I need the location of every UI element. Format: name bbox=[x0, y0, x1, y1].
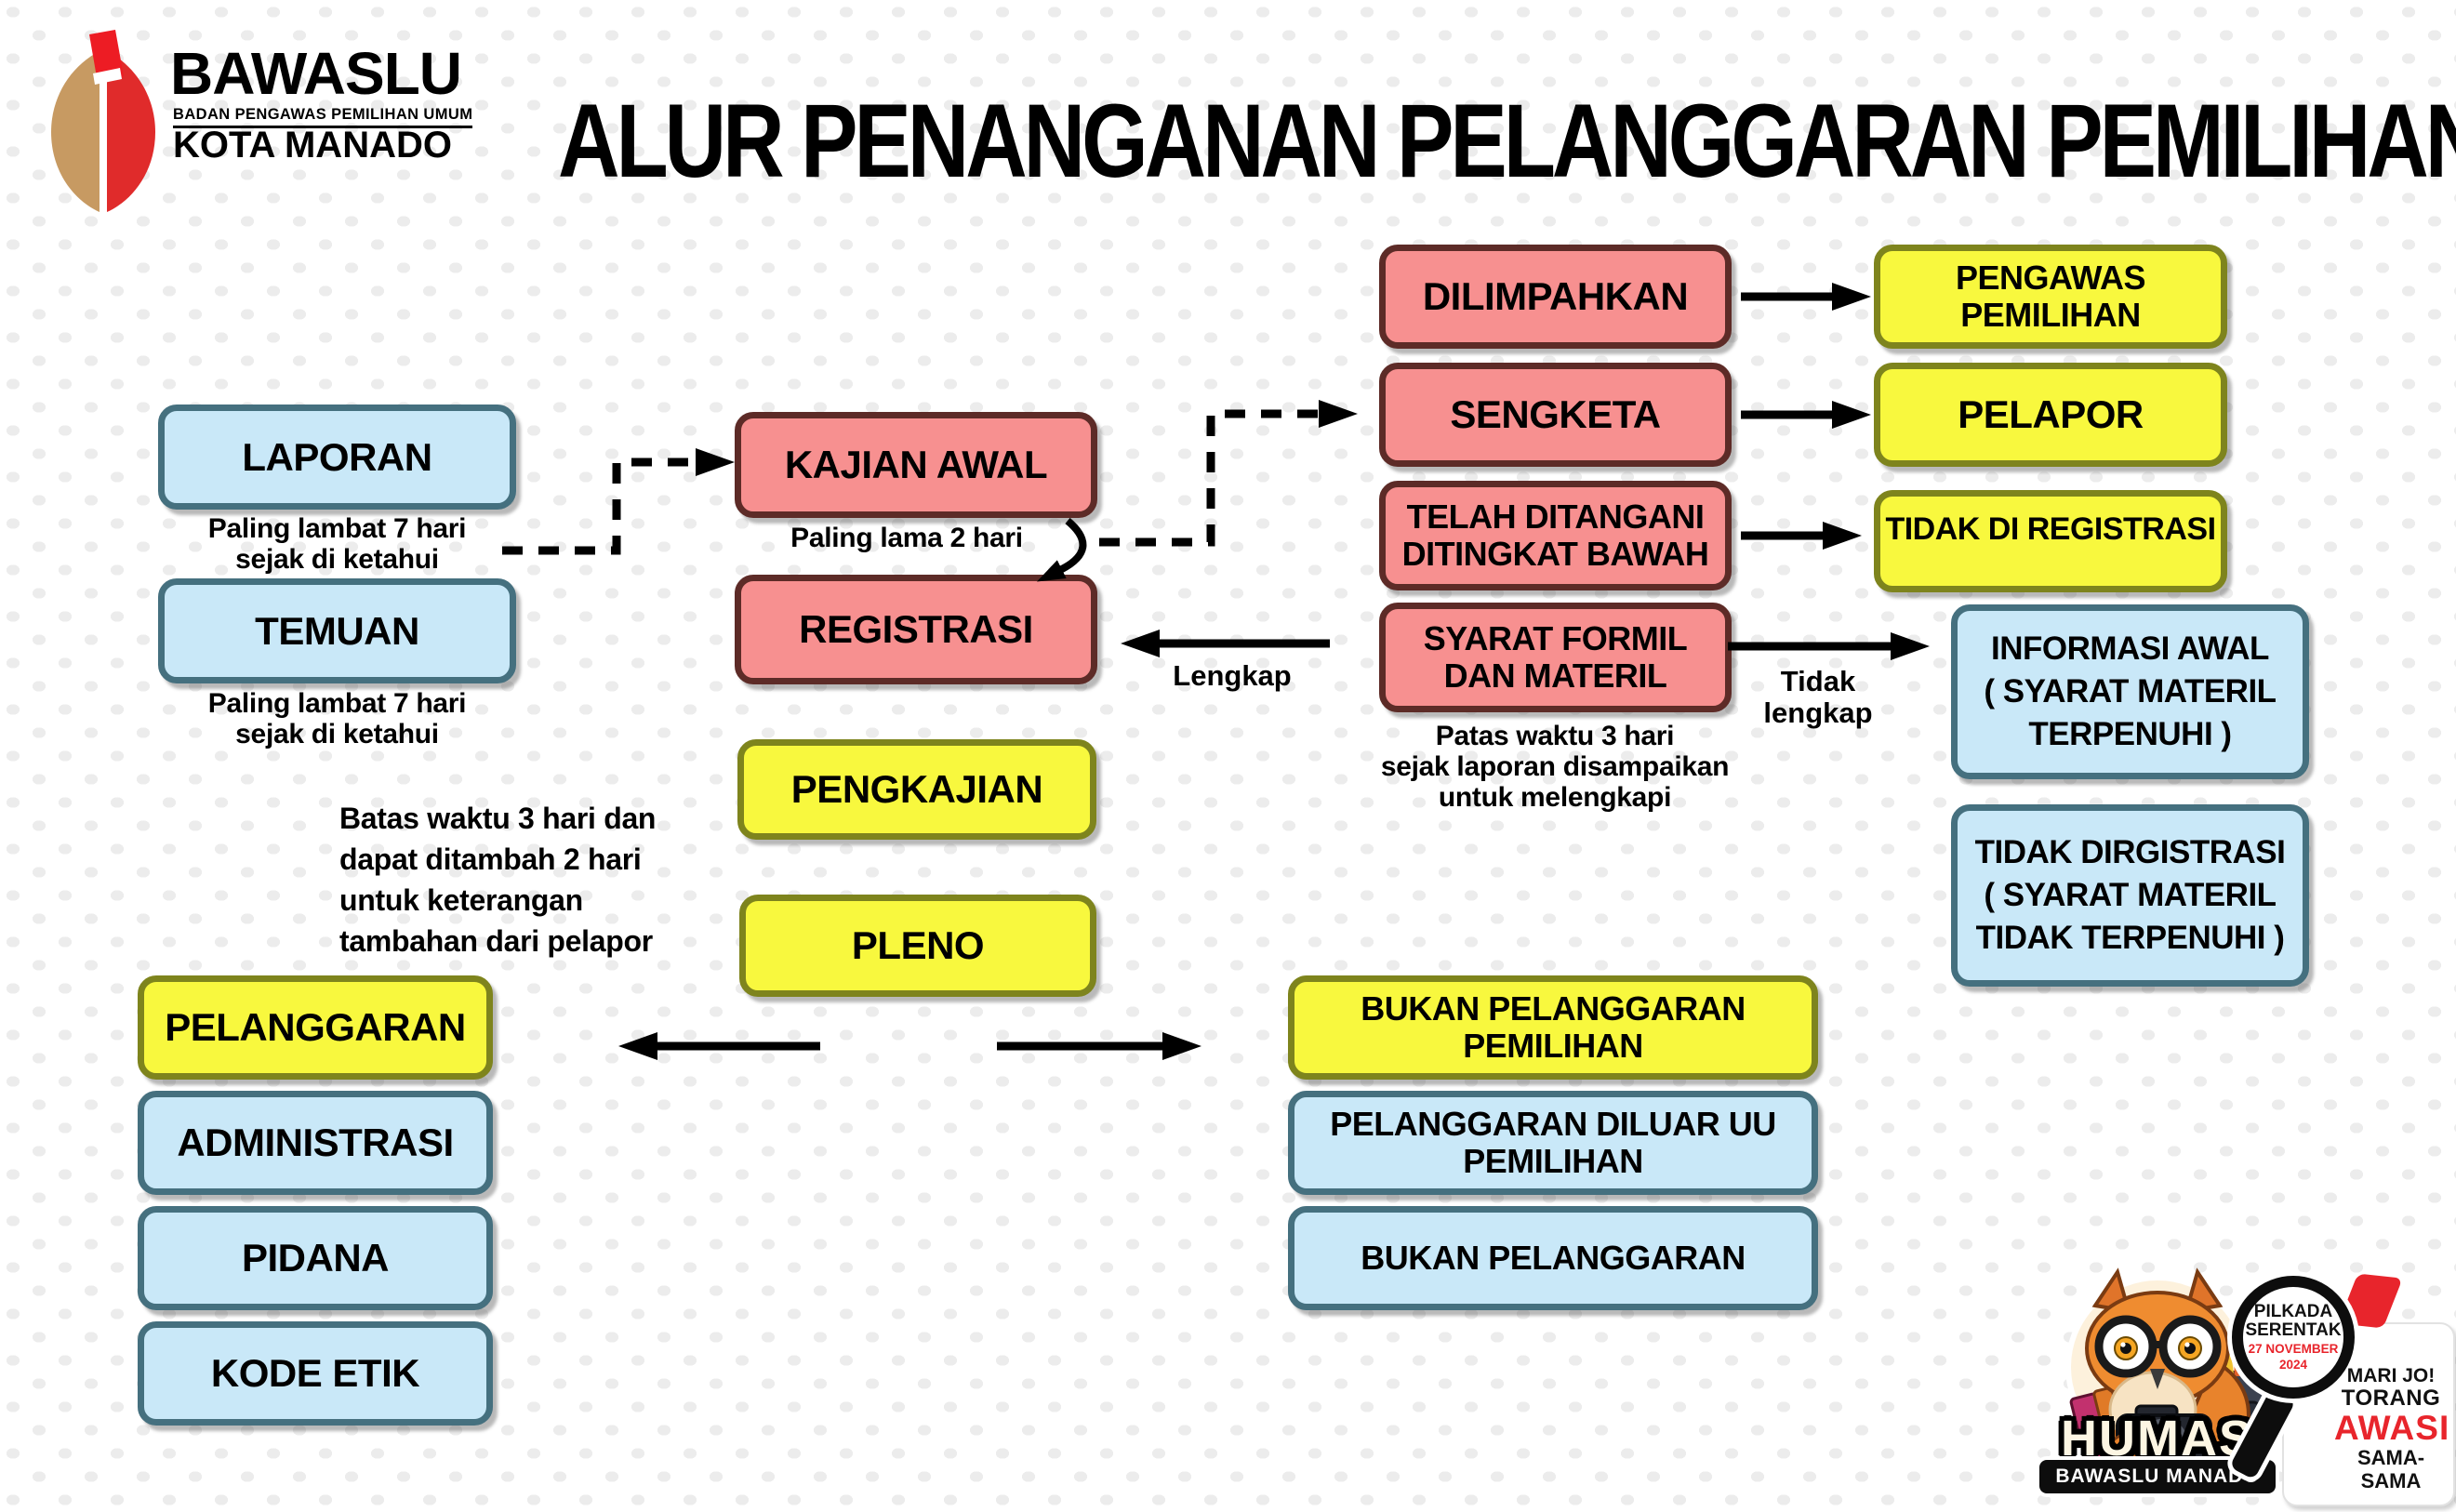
owl-mascot-icon bbox=[2065, 1267, 2270, 1476]
pilkada-line2: SERENTAK bbox=[2245, 1320, 2342, 1340]
slogan-torang: TORANG bbox=[2341, 1386, 2441, 1411]
box-pengkajian-label: PENGKAJIAN bbox=[790, 767, 1043, 812]
caption-syarat-formil: Patas waktu 3 hari sejak laporan disampa… bbox=[1380, 721, 1730, 813]
box-bukan-pelanggaran-label: BUKAN PELANGGARAN bbox=[1361, 1238, 1746, 1277]
pilkada-line4: 2024 bbox=[2278, 1358, 2308, 1372]
caption-kajian-awal: Paling lama 2 hari bbox=[790, 523, 1023, 553]
box-pengkajian: PENGKAJIAN bbox=[737, 739, 1096, 840]
box-registrasi-label: REGISTRASI bbox=[799, 607, 1033, 652]
box-temuan-label: TEMUAN bbox=[255, 608, 419, 653]
box-pidana-label: PIDANA bbox=[241, 1236, 390, 1280]
box-informasi-awal-label: INFORMASI AWAL ( SYARAT MATERIL TERPENUH… bbox=[1984, 630, 2277, 753]
box-pleno: PLENO bbox=[739, 895, 1096, 997]
pilkada-badge: PILKADA SERENTAK 27 NOVEMBER 2024 MARI J… bbox=[2224, 1257, 2456, 1510]
slogan-sama-sama: SAMA-SAMA bbox=[2356, 1446, 2425, 1492]
box-syarat-formil-label: SYARAT FORMIL DAN MATERIL bbox=[1423, 618, 1688, 695]
box-tidak-di-registrasi: TIDAK DI REGISTRASI bbox=[1874, 490, 2227, 592]
box-telah-ditangani-label: TELAH DITANGANI DITINGKAT BAWAH bbox=[1401, 497, 1709, 573]
page-title: ALUR PENANGANAN PELANGGARAN PEMILIHAN bbox=[558, 83, 2456, 200]
box-pelapor-label: PELAPOR bbox=[1958, 392, 2144, 437]
box-sengketa: SENGKETA bbox=[1379, 363, 1732, 467]
logo-org-subtitle: BADAN PENGAWAS PEMILIHAN UMUM bbox=[173, 106, 473, 128]
box-bukan-pelanggaran-pemilihan-label: BUKAN PELANGGARAN PEMILIHAN bbox=[1361, 988, 1746, 1065]
box-laporan: LAPORAN bbox=[158, 405, 516, 510]
box-informasi-awal: INFORMASI AWAL ( SYARAT MATERIL TERPENUH… bbox=[1951, 604, 2309, 779]
label-tidak-lengkap: Tidak lengkap bbox=[1763, 665, 1873, 729]
logo-org-name: BAWASLU bbox=[170, 40, 462, 107]
box-pelanggaran-label: PELANGGARAN bbox=[165, 1005, 466, 1050]
box-administrasi: ADMINISTRASI bbox=[138, 1091, 493, 1195]
pilkada-slogan: MARI JO! TORANG AWASI SAMA-SAMA bbox=[2334, 1365, 2450, 1492]
box-syarat-formil: SYARAT FORMIL DAN MATERIL bbox=[1379, 603, 1732, 712]
arrow-laporan-to-kajian-awal bbox=[502, 448, 735, 555]
box-kode-etik: KODE ETIK bbox=[138, 1321, 493, 1426]
pilkada-line1: PILKADA bbox=[2253, 1302, 2333, 1321]
box-tidak-dirgistrasi-label: TIDAK DIRGISTRASI ( SYARAT MATERIL TIDAK… bbox=[1974, 833, 2286, 957]
box-kajian-awal-label: KAJIAN AWAL bbox=[784, 443, 1048, 487]
box-pengawas-pemilihan: PENGAWAS PEMILIHAN bbox=[1874, 245, 2227, 349]
humas-title: HUMAS bbox=[2061, 1411, 2254, 1466]
slogan-awasi: AWASI bbox=[2334, 1409, 2450, 1447]
box-temuan: TEMUAN bbox=[158, 578, 516, 683]
box-pengawas-pemilihan-label: PENGAWAS PEMILIHAN bbox=[1955, 258, 2146, 334]
label-lengkap: Lengkap bbox=[1173, 659, 1292, 692]
caption-laporan: Paling lambat 7 hari sejak di ketahui bbox=[207, 513, 467, 575]
box-dilimpahkan-label: DILIMPAHKAN bbox=[1422, 274, 1689, 319]
pilkada-line3: 27 NOVEMBER bbox=[2248, 1342, 2339, 1356]
arrow-kajian-awal-to-sengketa bbox=[1099, 400, 1358, 547]
box-kode-etik-label: KODE ETIK bbox=[210, 1351, 420, 1396]
note-batas-waktu: Batas waktu 3 hari dan dapat ditambah 2 … bbox=[339, 802, 657, 958]
bawaslu-logo-icon bbox=[33, 24, 173, 221]
box-sengketa-label: SENGKETA bbox=[1450, 392, 1661, 437]
box-pidana: PIDANA bbox=[138, 1206, 493, 1310]
caption-temuan: Paling lambat 7 hari sejak di ketahui bbox=[207, 688, 467, 749]
box-pelapor: PELAPOR bbox=[1874, 363, 2227, 467]
logo-org-city: KOTA MANADO bbox=[173, 125, 452, 166]
box-pleno-label: PLENO bbox=[851, 923, 985, 968]
box-telah-ditangani: TELAH DITANGANI DITINGKAT BAWAH bbox=[1379, 481, 1732, 590]
box-bukan-pelanggaran-pemilihan: BUKAN PELANGGARAN PEMILIHAN bbox=[1288, 975, 1818, 1080]
box-dilimpahkan: DILIMPAHKAN bbox=[1379, 245, 1732, 349]
box-pelanggaran-diluar-uu-label: PELANGGARAN DILUAR UU PEMILIHAN bbox=[1330, 1104, 1776, 1180]
humas-logo: HUMAS BAWASLU MANADO bbox=[2032, 1263, 2283, 1506]
box-kajian-awal: KAJIAN AWAL bbox=[735, 412, 1097, 518]
box-administrasi-label: ADMINISTRASI bbox=[177, 1121, 454, 1165]
box-laporan-label: LAPORAN bbox=[242, 434, 432, 479]
box-bukan-pelanggaran: BUKAN PELANGGARAN bbox=[1288, 1206, 1818, 1310]
box-tidak-dirgistrasi: TIDAK DIRGISTRASI ( SYARAT MATERIL TIDAK… bbox=[1951, 804, 2309, 987]
arrow-kajian-awal-to-registrasi bbox=[1036, 517, 1087, 582]
box-registrasi: REGISTRASI bbox=[735, 575, 1097, 684]
box-tidak-di-registrasi-label: TIDAK DI REGISTRASI bbox=[1885, 511, 2216, 547]
box-pelanggaran-diluar-uu: PELANGGARAN DILUAR UU PEMILIHAN bbox=[1288, 1091, 1818, 1195]
slogan-mari-jo: MARI JO! bbox=[2346, 1365, 2436, 1386]
box-pelanggaran: PELANGGARAN bbox=[138, 975, 493, 1080]
